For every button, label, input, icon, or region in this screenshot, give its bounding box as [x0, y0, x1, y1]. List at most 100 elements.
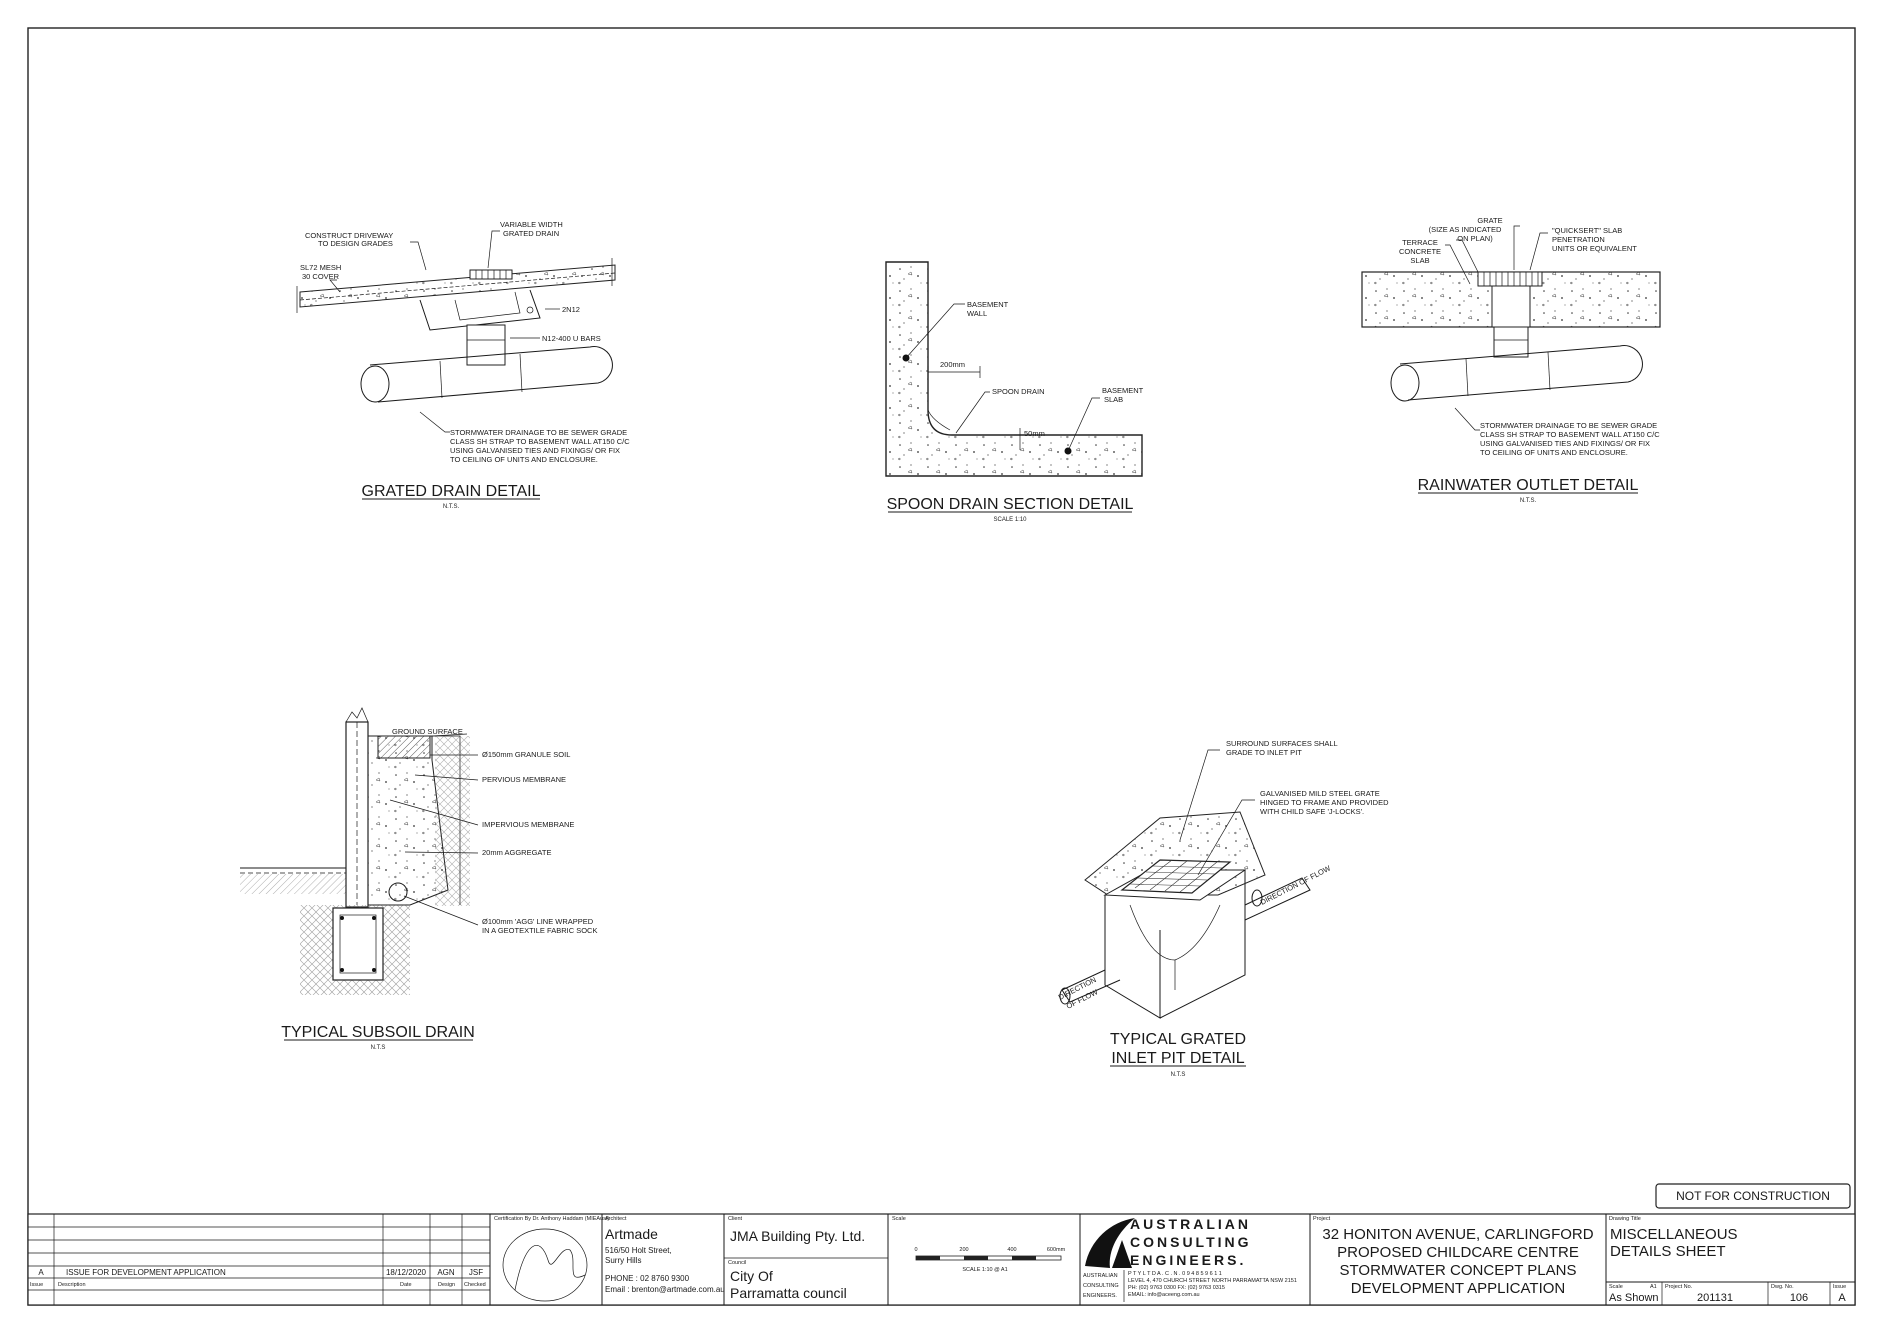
architect-label: Architect [605, 1216, 627, 1222]
bottom-issue-label: Issue [1833, 1284, 1846, 1290]
rev-header-issue: Issue [30, 1282, 43, 1288]
inlet-pit-title-2: INLET PIT DETAIL [1111, 1050, 1244, 1067]
company-side-1: AUSTRALIAN [1083, 1273, 1118, 1279]
label-units-equivalent: UNITS OR EQUIVALENT [1552, 244, 1637, 253]
client-name: JMA Building Pty. Ltd. [730, 1228, 865, 1244]
project-line-4: DEVELOPMENT APPLICATION [1351, 1280, 1566, 1297]
label-construct-driveway: CONSTRUCT DRIVEWAY [305, 231, 393, 240]
label-agg-line: Ø100mm 'AGG' LINE WRAPPED [482, 917, 594, 926]
label-cover: 30 COVER [302, 272, 340, 281]
label-grate-size: (SIZE AS INDICATED [1429, 225, 1502, 234]
label-stormwater-4: TO CEILING OF UNITS AND ENCLOSURE. [450, 455, 598, 464]
scale-bar-cell: Scale 0 200 400 600mm SCALE 1:10 @ A1 [892, 1214, 1081, 1305]
certification-cell: Certification By Dr. Anthony Haddam (MIE… [494, 1214, 609, 1305]
bottom-project-no: 201131 [1697, 1292, 1733, 1304]
label-direction-of-flow: DIRECTION OF FLOW [1259, 863, 1333, 907]
company-name-1: AUSTRALIAN [1130, 1216, 1251, 1232]
sheet-border [27, 27, 1856, 1306]
label-j-locks: WITH CHILD SAFE 'J-LOCKS'. [1260, 807, 1364, 816]
label-200mm: 200mm [940, 360, 965, 369]
label-hinged-frame: HINGED TO FRAME AND PROVIDED [1260, 798, 1389, 807]
label-design-grades: TO DESIGN GRADES [318, 239, 393, 248]
label-2n12: 2N12 [562, 305, 580, 314]
project-line-1: 32 HONITON AVENUE, CARLINGFORD [1322, 1226, 1593, 1243]
inlet-pit-scale: N.T.S [1171, 1072, 1186, 1078]
grated-drain-detail: CONSTRUCT DRIVEWAY TO DESIGN GRADES VARI… [296, 220, 630, 510]
label-u-bars: N12-400 U BARS [542, 334, 601, 343]
client-council-cell: Client JMA Building Pty. Ltd. Council Ci… [724, 1214, 889, 1305]
not-for-construction-stamp: NOT FOR CONSTRUCTION [1655, 1183, 1851, 1209]
rev-header-date: Date [400, 1282, 412, 1288]
spoon-drain-title: SPOON DRAIN SECTION DETAIL [887, 496, 1134, 513]
spoon-drain-scale: SCALE 1:10 [993, 517, 1027, 523]
company-name-2: CONSULTING [1130, 1234, 1252, 1250]
council-line-2: Parramatta council [730, 1285, 847, 1301]
drawing-title-label: Drawing Title [1609, 1216, 1641, 1222]
label-pervious-membrane: PERVIOUS MEMBRANE [482, 775, 566, 784]
company-acn: P T Y L T D A . C . N . 0 9 4 8 5 9 6 1 … [1128, 1271, 1222, 1277]
bottom-size: A1 [1650, 1284, 1657, 1290]
scale-tick-400: 400 [1007, 1247, 1016, 1253]
label-concrete: CONCRETE [1399, 247, 1441, 256]
bottom-scale-value: As Shown [1609, 1292, 1659, 1304]
project-label: Project [1313, 1216, 1331, 1222]
company-cell: AUSTRALIAN CONSULTING ENGINEERS. AUSTRAL… [1083, 1214, 1311, 1305]
project-line-2: PROPOSED CHILDCARE CENTRE [1337, 1244, 1579, 1261]
label-rw-stormwater-1: STORMWATER DRAINAGE TO BE SEWER GRADE [1480, 421, 1657, 430]
label-quicksert: "QUICKSERT" SLAB [1552, 226, 1622, 235]
inlet-pit-detail: SURROUND SURFACES SHALL GRADE TO INLET P… [1057, 739, 1389, 1078]
label-galvanised-grate: GALVANISED MILD STEEL GRATE [1260, 789, 1380, 798]
inlet-pit-title-1: TYPICAL GRATED [1110, 1031, 1246, 1048]
architect-cell: Architect Artmade 516/50 Holt Street, Su… [605, 1214, 725, 1305]
rev-header-checked: Checked [464, 1282, 486, 1288]
architect-address-1: 516/50 Holt Street, [605, 1246, 672, 1255]
subsoil-drain-scale: N.T.S [371, 1045, 386, 1051]
label-grade-to-pit: GRADE TO INLET PIT [1226, 748, 1302, 757]
label-geotextile: IN A GEOTEXTILE FABRIC SOCK [482, 926, 597, 935]
architect-phone: PHONE : 02 8760 9300 [605, 1274, 690, 1283]
project-line-3: STORMWATER CONCEPT PLANS [1340, 1262, 1577, 1279]
label-rw-stormwater-3: USING GALVANISED TIES AND FIXINGS/ OR FI… [1480, 439, 1650, 448]
label-on-plan: ON PLAN) [1457, 234, 1493, 243]
label-stormwater-1: STORMWATER DRAINAGE TO BE SEWER GRADE [450, 428, 627, 437]
subsoil-drain-title: TYPICAL SUBSOIL DRAIN [281, 1024, 475, 1041]
label-basement-wall-1: BASEMENT [967, 300, 1009, 309]
label-slab: SLAB [1410, 256, 1429, 265]
council-label: Council [728, 1260, 746, 1266]
label-rw-stormwater-2: CLASS SH STRAP TO BASEMENT WALL AT150 C/… [1480, 430, 1660, 439]
company-email: EMAIL: info@aceeng.com.au [1128, 1292, 1200, 1298]
signature-seal [502, 1228, 588, 1302]
certification-label: Certification By Dr. Anthony Haddam (MIE… [494, 1216, 609, 1222]
subsoil-drain-detail: GROUND SURFACE Ø150mm GRANULE SOIL PERVI… [240, 707, 597, 1051]
drawing-title-1: MISCELLANEOUS [1610, 1226, 1738, 1243]
label-mesh: SL72 MESH [300, 263, 341, 272]
project-cell: Project 32 HONITON AVENUE, CARLINGFORD P… [1313, 1214, 1607, 1305]
revision-date: 18/12/2020 [386, 1268, 427, 1277]
company-side-2: CONSULTING [1083, 1283, 1119, 1289]
bottom-scale-label: Scale [1609, 1284, 1623, 1290]
label-grate: GRATE [1477, 216, 1502, 225]
label-basement-slab-1: BASEMENT [1102, 386, 1144, 395]
label-stormwater-2: CLASS SH STRAP TO BASEMENT WALL AT150 C/… [450, 437, 630, 446]
grated-drain-title: GRATED DRAIN DETAIL [362, 483, 541, 500]
bottom-project-label: Project No. [1665, 1284, 1693, 1290]
rainwater-outlet-title: RAINWATER OUTLET DETAIL [1418, 477, 1639, 494]
bottom-dwg-no: 106 [1790, 1292, 1808, 1304]
label-surround-surfaces: SURROUND SURFACES SHALL [1226, 739, 1338, 748]
bottom-issue: A [1838, 1292, 1846, 1304]
revision-issue: A [38, 1268, 44, 1277]
label-basement-slab-2: SLAB [1104, 395, 1123, 404]
rev-header-design: Design [438, 1282, 455, 1288]
scale-note: SCALE 1:10 @ A1 [962, 1267, 1007, 1273]
client-label: Client [728, 1216, 743, 1222]
label-variable-width: VARIABLE WIDTH [500, 220, 563, 229]
drawing-title-2: DETAILS SHEET [1610, 1243, 1726, 1260]
scale-tick-0: 0 [914, 1247, 917, 1253]
label-aggregate: 20mm AGGREGATE [482, 848, 551, 857]
architect-name: Artmade [605, 1226, 658, 1242]
scale-tick-600: 600mm [1047, 1247, 1066, 1253]
label-penetration: PENETRATION [1552, 235, 1605, 244]
company-logo-icon [1085, 1218, 1135, 1268]
council-line-1: City Of [730, 1268, 773, 1284]
